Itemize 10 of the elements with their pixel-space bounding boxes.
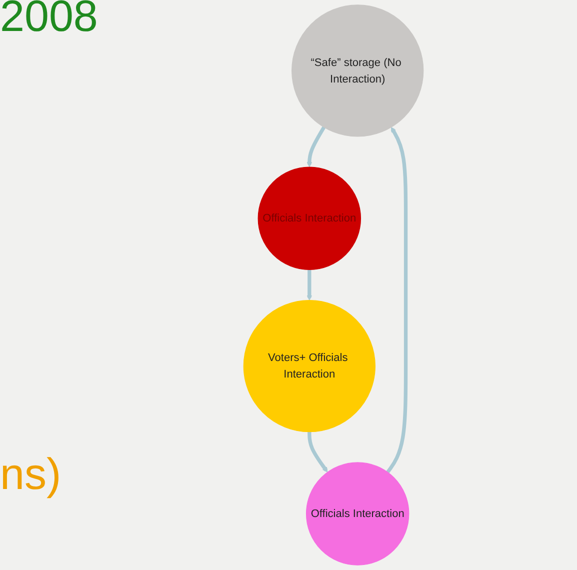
arrow bbox=[308, 432, 328, 472]
arrow bbox=[306, 126, 326, 168]
heading-fragment: 2008 bbox=[0, 0, 98, 42]
arrow bbox=[386, 126, 408, 474]
heading-fragment: ns) bbox=[0, 450, 62, 500]
node-circle: Voters+ Officials Interaction bbox=[243, 300, 376, 432]
arrow bbox=[306, 270, 312, 301]
node-circle: Officials Interaction bbox=[306, 462, 410, 566]
node-circle: “Safe” storage (No Interaction) bbox=[292, 4, 424, 137]
node-circle: Officials Interaction bbox=[258, 166, 362, 270]
